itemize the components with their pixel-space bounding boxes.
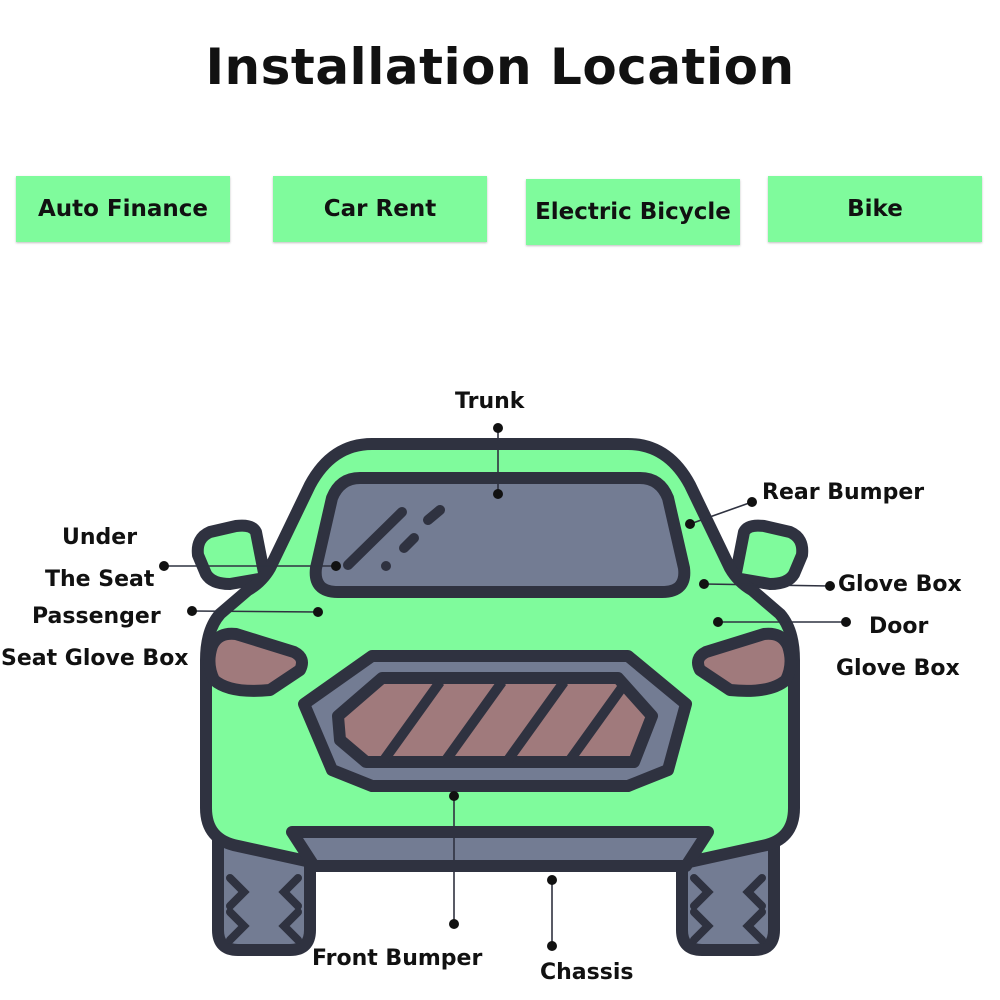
label-front-bumper: Front Bumper [312, 946, 483, 971]
label-under: Under [62, 525, 138, 550]
right-mirror [729, 519, 809, 590]
windshield [309, 472, 691, 598]
label-chassis: Chassis [540, 960, 634, 985]
left-headlight [203, 627, 308, 697]
left-mirror [191, 519, 271, 590]
label-seat-glove-box: Seat Glove Box [1, 646, 189, 671]
page-title: Installation Location [205, 38, 795, 96]
tag-auto-finance: Auto Finance [16, 176, 230, 242]
right-headlight [692, 627, 797, 697]
label-door: Door [869, 614, 929, 639]
tag-electric-bicycle: Electric Bicycle [526, 179, 740, 245]
label-passenger: Passenger [32, 604, 161, 629]
lower-bumper [286, 826, 714, 872]
tag-car-rent: Car Rent [273, 176, 487, 242]
label-trunk: Trunk [455, 389, 525, 414]
label-door-glove-box: Glove Box [836, 656, 960, 681]
label-the-seat: The Seat [45, 567, 155, 592]
tag-bike: Bike [768, 176, 982, 242]
label-glove-box: Glove Box [838, 572, 962, 597]
label-rear-bumper: Rear Bumper [762, 480, 925, 505]
